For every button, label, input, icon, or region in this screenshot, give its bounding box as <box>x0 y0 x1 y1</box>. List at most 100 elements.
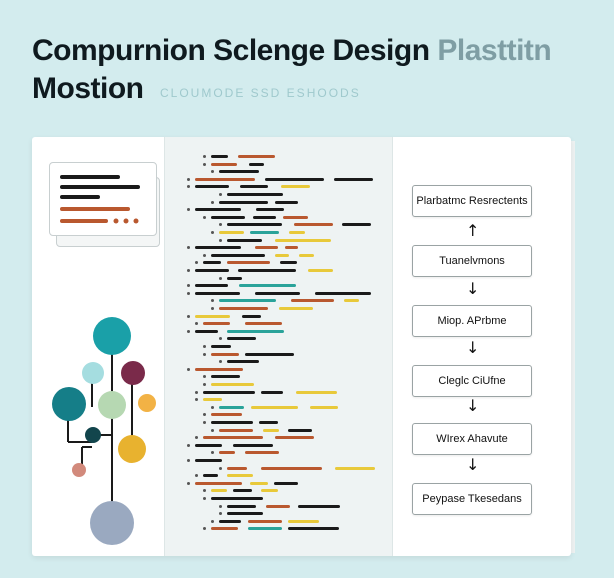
code-token <box>211 345 231 348</box>
code-token <box>266 504 290 508</box>
code-line-marker <box>203 375 206 379</box>
arrow-down-icon: ↓ <box>466 455 480 474</box>
code-token <box>275 253 289 257</box>
code-token <box>255 246 278 250</box>
code-line-marker <box>187 284 190 288</box>
flowchart: Plarbatmc Resrectents ↑ Tuanelvmons ↓ Mi… <box>391 137 571 556</box>
code-token <box>227 193 283 196</box>
code-token <box>310 405 338 409</box>
code-token <box>227 466 247 470</box>
node-yellow <box>118 435 146 463</box>
code-line-marker <box>219 223 222 227</box>
code-token <box>211 421 253 424</box>
document-lines <box>60 175 140 224</box>
code-token <box>274 481 298 485</box>
code-token <box>219 231 244 234</box>
code-token <box>211 383 254 386</box>
code-token <box>255 291 300 295</box>
title-accent: Plasttitn <box>437 34 552 67</box>
node-teal-top <box>93 317 131 355</box>
code-token <box>299 253 314 257</box>
code-token <box>288 428 312 432</box>
code-token <box>239 284 296 288</box>
code-token <box>344 299 359 303</box>
code-token <box>256 208 284 212</box>
code-line-marker <box>187 269 190 272</box>
code-token <box>195 367 243 371</box>
page-subtitle: CLOUMODE SSD ESHOODS <box>160 86 361 100</box>
code-token <box>334 177 373 181</box>
code-line-marker <box>195 398 198 402</box>
code-token <box>238 269 296 272</box>
code-token <box>335 466 375 470</box>
code-token <box>265 177 324 181</box>
code-token <box>211 253 265 257</box>
page-title-line2: Mostion <box>32 72 144 105</box>
flow-step-4: Cleglc CiUfne <box>412 365 532 397</box>
code-token <box>291 299 334 303</box>
code-token <box>211 489 227 493</box>
code-token <box>195 314 230 318</box>
code-line-marker <box>195 322 198 326</box>
code-token <box>288 519 319 523</box>
code-line-marker <box>203 253 206 257</box>
code-token <box>227 223 282 227</box>
code-line-marker <box>211 299 214 303</box>
code-token <box>227 504 256 508</box>
code-token <box>233 489 252 493</box>
arrow-up-icon: ↑ <box>466 221 480 240</box>
code-line-marker <box>187 177 190 181</box>
code-line-marker <box>203 162 206 166</box>
flow-step-2: Tuanelvmons <box>412 245 532 277</box>
code-line-marker <box>219 238 222 242</box>
code-token <box>248 527 282 531</box>
code-line-marker <box>219 360 222 364</box>
code-token <box>233 443 273 447</box>
flow-step-3: Miop. APrbme <box>412 305 532 337</box>
code-token <box>275 238 331 242</box>
code-token <box>250 481 268 485</box>
code-line-marker <box>211 170 214 174</box>
code-token <box>195 291 240 295</box>
code-line-marker <box>211 307 214 310</box>
code-token <box>211 352 239 356</box>
code-token <box>203 390 255 394</box>
code-line-marker <box>219 276 222 280</box>
node-rose <box>72 463 86 477</box>
code-token <box>219 200 268 204</box>
code-token <box>211 162 237 166</box>
flow-step-1: Plarbatmc Resrectents <box>412 185 532 217</box>
code-token <box>240 185 268 189</box>
code-token <box>288 527 339 531</box>
code-token <box>251 405 298 409</box>
code-token <box>227 360 259 364</box>
code-token <box>219 299 276 303</box>
code-line-marker <box>203 413 206 417</box>
arrow-down-icon: ↓ <box>466 279 480 298</box>
code-token <box>285 246 298 250</box>
code-line-marker <box>211 451 214 455</box>
code-line-marker <box>187 208 190 212</box>
code-line-marker <box>211 405 214 409</box>
code-line-marker <box>195 436 198 440</box>
code-token <box>263 428 279 432</box>
code-token <box>227 337 256 341</box>
code-token <box>211 497 263 500</box>
code-token <box>261 390 283 394</box>
node-plum <box>121 361 145 385</box>
code-token <box>195 459 222 462</box>
code-editor-illustration <box>164 137 393 556</box>
code-token <box>245 322 282 326</box>
code-line-marker <box>187 314 190 318</box>
code-token <box>261 466 322 470</box>
code-line-marker <box>219 512 222 516</box>
code-token <box>289 231 305 234</box>
code-line-marker <box>187 291 190 295</box>
code-token <box>296 390 337 394</box>
code-token <box>227 261 270 265</box>
code-line-marker <box>219 504 222 508</box>
code-token <box>195 443 222 447</box>
code-line-marker <box>203 421 206 424</box>
code-line-marker <box>203 527 206 531</box>
code-token <box>245 352 294 356</box>
